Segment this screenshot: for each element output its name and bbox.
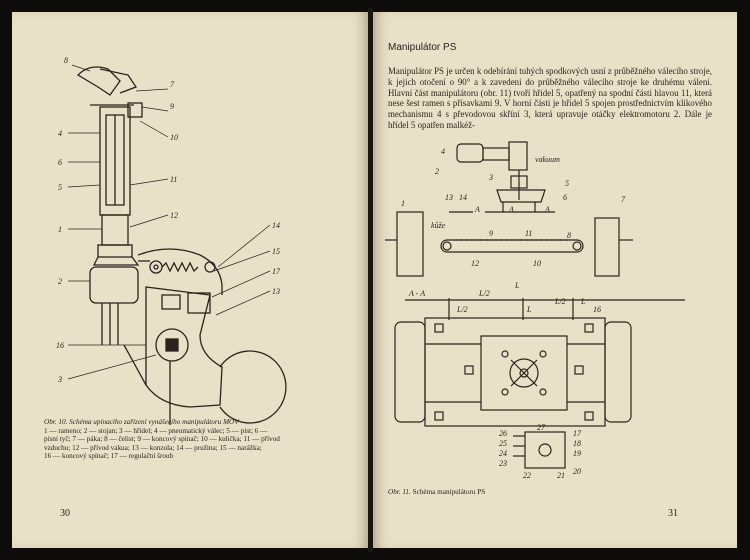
fig10-label-10: 10 bbox=[170, 133, 178, 142]
figure-11-caption-prefix: Obr. 11. bbox=[388, 488, 411, 496]
fig11-label: 6 bbox=[563, 193, 567, 202]
fig11-label: 12 bbox=[471, 259, 479, 268]
caption-line: písní tyč; 7 — páka; 8 — čelist; 9 — kon… bbox=[44, 435, 280, 444]
figure-10-caption: Obr. 10. Schéma upínacího zařízení vynáš… bbox=[44, 418, 322, 461]
fig10-label-15: 15 bbox=[272, 247, 280, 256]
fig10-label-12: 12 bbox=[170, 211, 178, 220]
fig11-label: 14 bbox=[459, 193, 467, 202]
fig11-label: 18 bbox=[573, 439, 581, 448]
fig10-label-9: 9 bbox=[170, 102, 174, 111]
book-gutter bbox=[368, 8, 373, 552]
fig11-label: 13 bbox=[445, 193, 453, 202]
fig11-dim: L bbox=[580, 297, 586, 306]
fig11-dim: L/2 bbox=[554, 297, 566, 306]
fig11-label: 7 bbox=[621, 195, 626, 204]
fig11-label: 2 bbox=[435, 167, 439, 176]
fig10-label-7: 7 bbox=[170, 80, 175, 89]
fig11-label: 4 bbox=[441, 147, 445, 156]
fig11-label: 16 bbox=[593, 305, 601, 314]
caption-line: 1 — rameno; 2 — stojan; 3 — hřídel; 4 — … bbox=[44, 426, 268, 435]
fig10-label-14: 14 bbox=[272, 221, 280, 230]
caption-line: vzduchu; 12 — přívod vakua; 13 — konzola… bbox=[44, 443, 262, 452]
figure-11-caption: Obr. 11. Schéma manipulátoru PS bbox=[388, 488, 485, 496]
fig10-label-6: 6 bbox=[58, 158, 62, 167]
fig11-label: 20 bbox=[573, 467, 581, 476]
fig11-label: 17 bbox=[573, 429, 582, 438]
fig11-label: 25 bbox=[499, 439, 507, 448]
right-page-number: 31 bbox=[668, 508, 678, 519]
fig10-label-16: 16 bbox=[56, 341, 64, 350]
fig11-label: 21 bbox=[557, 471, 565, 480]
caption-line: 16 — koncový spínač; 17 — regulační šrou… bbox=[44, 452, 174, 461]
fig11-dim: L/2 bbox=[478, 289, 490, 298]
fig11-label-vakuum: vakuum bbox=[535, 155, 560, 164]
figure-11-diagram: 4 vakuum 2 3 5 6 1 7 13 14 8 12 10 11 9 … bbox=[385, 141, 685, 480]
fig10-label-3: 3 bbox=[57, 375, 62, 384]
fig11-label: 1 bbox=[401, 199, 405, 208]
fig10-label-17: 17 bbox=[272, 267, 281, 276]
fig11-dim: L/2 bbox=[456, 305, 468, 314]
figure-10-caption-title: Obr. 10. Schéma upínacího zařízení vynáš… bbox=[44, 418, 239, 426]
left-page bbox=[12, 12, 368, 548]
fig11-label: 5 bbox=[565, 179, 569, 188]
fig11-label: 23 bbox=[499, 459, 507, 468]
fig11-section-label: A - A bbox=[408, 289, 425, 298]
fig11-label: 3 bbox=[488, 173, 493, 182]
fig11-mark: A bbox=[508, 205, 514, 214]
fig11-label: 27 bbox=[537, 423, 546, 432]
fig11-label: 11 bbox=[525, 229, 532, 238]
fig11-label: 22 bbox=[523, 471, 531, 480]
fig11-label: 8 bbox=[567, 231, 571, 240]
fig10-label-1: 1 bbox=[58, 225, 62, 234]
fig10-label-2: 2 bbox=[58, 277, 62, 286]
figure-11-caption-text: Schéma manipulátoru PS bbox=[412, 488, 486, 496]
fig11-dim: L bbox=[526, 305, 532, 314]
fig10-label-13: 13 bbox=[272, 287, 280, 296]
fig11-label: 24 bbox=[499, 449, 507, 458]
fig10-label-5: 5 bbox=[58, 183, 62, 192]
fig11-arrow-label: kůže bbox=[431, 221, 446, 230]
fig11-label: 19 bbox=[573, 449, 581, 458]
right-page bbox=[373, 12, 737, 548]
fig11-label: 9 bbox=[489, 229, 493, 238]
fig11-label: 26 bbox=[499, 429, 507, 438]
section-header: Manipulátor PS bbox=[388, 42, 457, 53]
fig11-label: 10 bbox=[533, 259, 541, 268]
fig10-label-8: 8 bbox=[64, 56, 68, 65]
left-page-number: 30 bbox=[60, 508, 70, 519]
fig11-mark: A bbox=[474, 205, 480, 214]
figure-10-diagram: 8 7 9 4 10 6 5 11 1 12 2 14 15 17 13 16 … bbox=[56, 56, 287, 425]
fig11-dim: L bbox=[514, 281, 520, 290]
fig10-label-4: 4 bbox=[58, 129, 62, 138]
fig11-mark: A bbox=[544, 205, 550, 214]
fig10-label-11: 11 bbox=[170, 175, 177, 184]
body-paragraph: Manipulátor PS je určen k odebírání tuhý… bbox=[388, 66, 712, 130]
